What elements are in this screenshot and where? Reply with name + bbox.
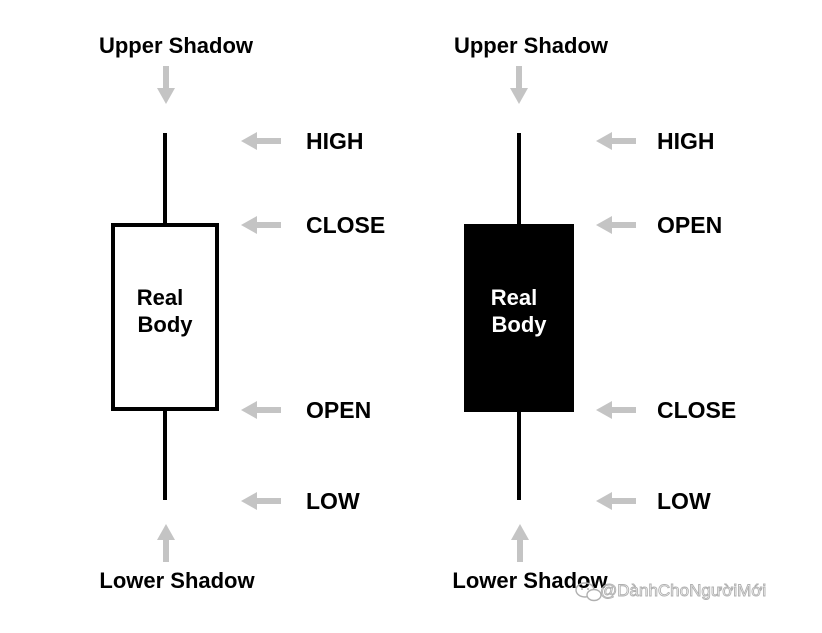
watermark: @DànhChoNgườiMới — [575, 581, 767, 602]
level-label-close: CLOSE — [657, 397, 736, 423]
low-arrow-icon — [596, 492, 636, 510]
real-body-filled — [464, 224, 574, 412]
level-label-high: HIGH — [657, 128, 715, 154]
upper-shadow-arrow-icon — [157, 66, 175, 104]
lower-shadow-label: Lower Shadow — [452, 568, 608, 593]
low-arrow-icon — [241, 492, 281, 510]
high-arrow-icon — [596, 132, 636, 150]
real-body-label-line1: Real — [491, 285, 537, 310]
level-label-high: HIGH — [306, 128, 364, 154]
level-label-low: LOW — [306, 488, 360, 514]
level-label-open: OPEN — [657, 212, 722, 238]
upper-shadow-label: Upper Shadow — [99, 33, 254, 58]
high-arrow-icon — [241, 132, 281, 150]
lower-shadow-arrow-icon — [511, 524, 529, 562]
level-label-close: CLOSE — [306, 212, 385, 238]
level-label-open: OPEN — [306, 397, 371, 423]
real-body-label-line2: Body — [138, 312, 194, 337]
lower-shadow-label: Lower Shadow — [99, 568, 255, 593]
close-arrow-icon — [596, 401, 636, 419]
open-arrow-icon — [596, 216, 636, 234]
upper-shadow-label: Upper Shadow — [454, 33, 609, 58]
real-body-label-line2: Body — [492, 312, 548, 337]
candle-bearish: Upper Shadow Real Body HIGH OPEN CLOSE L… — [452, 33, 736, 593]
candle-bullish: Upper Shadow Real Body HIGH CLOSE OPEN L… — [99, 33, 385, 593]
close-arrow-icon — [241, 216, 281, 234]
wechat-like-chat-icon — [575, 582, 602, 602]
open-arrow-icon — [241, 401, 281, 419]
upper-shadow-arrow-icon — [510, 66, 528, 104]
lower-shadow-arrow-icon — [157, 524, 175, 562]
level-label-low: LOW — [657, 488, 711, 514]
real-body-label-line1: Real — [137, 285, 183, 310]
watermark-text: @DànhChoNgườiMới — [600, 581, 766, 600]
